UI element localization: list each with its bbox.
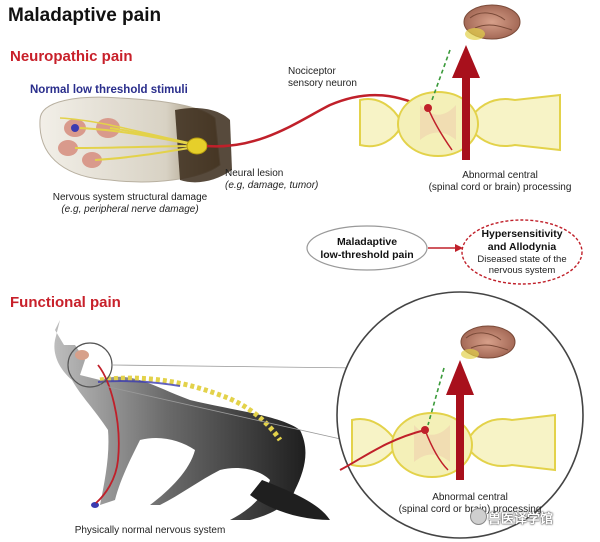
spinal-cord-top (359, 91, 561, 157)
central-top-line1: Abnormal central (462, 170, 538, 181)
ascending-arrow-top (452, 45, 480, 160)
maladaptive-box: Maladaptive low-threshold pain (307, 236, 427, 262)
zoom-line-top (111, 364, 361, 369)
page-title: Maladaptive pain (8, 5, 162, 26)
central-processing-bottom-label: Abnormal central (spinal cord or brain) … (395, 492, 545, 516)
central-bottom-line1: Abnormal central (432, 492, 508, 503)
cat-illustration (54, 320, 330, 520)
normal-system-label: Physically normal nervous system (74, 525, 226, 536)
watermark-label: 兽医译学馆 (488, 511, 554, 526)
watermark-logo-icon (470, 508, 487, 525)
central-bottom-line2: (spinal cord or brain) processing (398, 504, 542, 515)
zoom-line-bottom (99, 384, 346, 441)
ascending-arrow-bottom (446, 360, 474, 480)
hyper-sub1: Diseased state of the (477, 254, 567, 265)
structural-damage-line2: (e.g, peripheral nerve damage) (61, 204, 199, 215)
hyper-line2: and Allodynia (487, 241, 557, 253)
maladaptive-line2: low-threshold pain (320, 249, 414, 261)
paw-illustration (39, 96, 232, 183)
neuropathic-heading: Neuropathic pain (10, 48, 133, 65)
hyper-sub2: nervous system (488, 265, 556, 276)
structural-damage-label: Nervous system structural damage (e.g, p… (40, 192, 220, 216)
maladaptive-line1: Maladaptive (336, 236, 398, 248)
neural-lesion-line1: Neural lesion (225, 168, 284, 179)
neural-lesion-line2: (e.g, damage, tumor) (225, 180, 319, 191)
central-processing-top-label: Abnormal central (spinal cord or brain) … (410, 170, 590, 194)
descending-dashed-top (431, 49, 451, 101)
nociceptor-line1: Nociceptor (288, 66, 336, 77)
stimuli-label: Normal low threshold stimuli (30, 84, 188, 96)
maladaptive-flow (306, 219, 583, 285)
nociceptor-line2: sensory neuron (288, 78, 357, 89)
functional-heading: Functional pain (10, 294, 121, 311)
nociceptor-nerve-path (206, 93, 431, 148)
brain-bottom-icon (460, 325, 516, 359)
structural-damage-line1: Nervous system structural damage (52, 192, 208, 203)
hypersensitivity-box: Hypersensitivity and Allodynia Diseased … (462, 228, 582, 276)
brain-top-icon (463, 4, 521, 40)
descending-dashed-bottom (427, 367, 445, 426)
neural-lesion-label: Neural lesion (e.g, damage, tumor) (225, 168, 345, 192)
spinal-cord-bottom (339, 412, 556, 478)
nociceptor-label: Nociceptor sensory neuron (288, 66, 398, 90)
central-top-line2: (spinal cord or brain) processing (428, 182, 572, 193)
hyper-line1: Hypersensitivity (481, 228, 563, 240)
